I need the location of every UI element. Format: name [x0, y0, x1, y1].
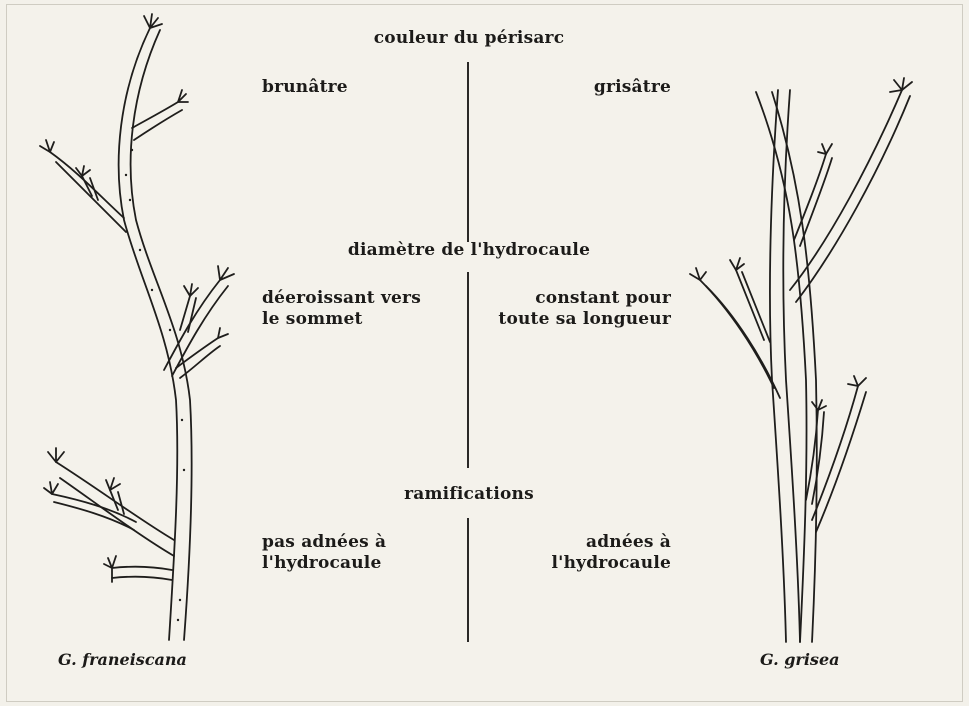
right-species-caption: G. grisea [760, 650, 839, 669]
left-hydrocaulus-diameter: déeroissant vers le sommet [262, 288, 421, 330]
heading-hydrocaulus-diameter: diamètre de l'hydrocaule [348, 240, 590, 261]
divider-middle [467, 272, 469, 468]
left-ramifications: pas adnées à l'hydrocaule [262, 532, 386, 574]
divider-upper [467, 62, 469, 242]
heading-perisarc-color: couleur du périsarc [374, 28, 565, 49]
right-hydrocaulus-diameter: constant pour toute sa longueur [498, 288, 671, 330]
right-ramifications: adnées à l'hydrocaule [552, 532, 671, 574]
right-perisarc-color: grisâtre [594, 77, 671, 98]
left-perisarc-color: brunâtre [262, 77, 348, 98]
heading-ramifications: ramifications [404, 484, 534, 505]
divider-lower [467, 518, 469, 642]
left-species-caption: G. franeiscana [58, 650, 187, 669]
